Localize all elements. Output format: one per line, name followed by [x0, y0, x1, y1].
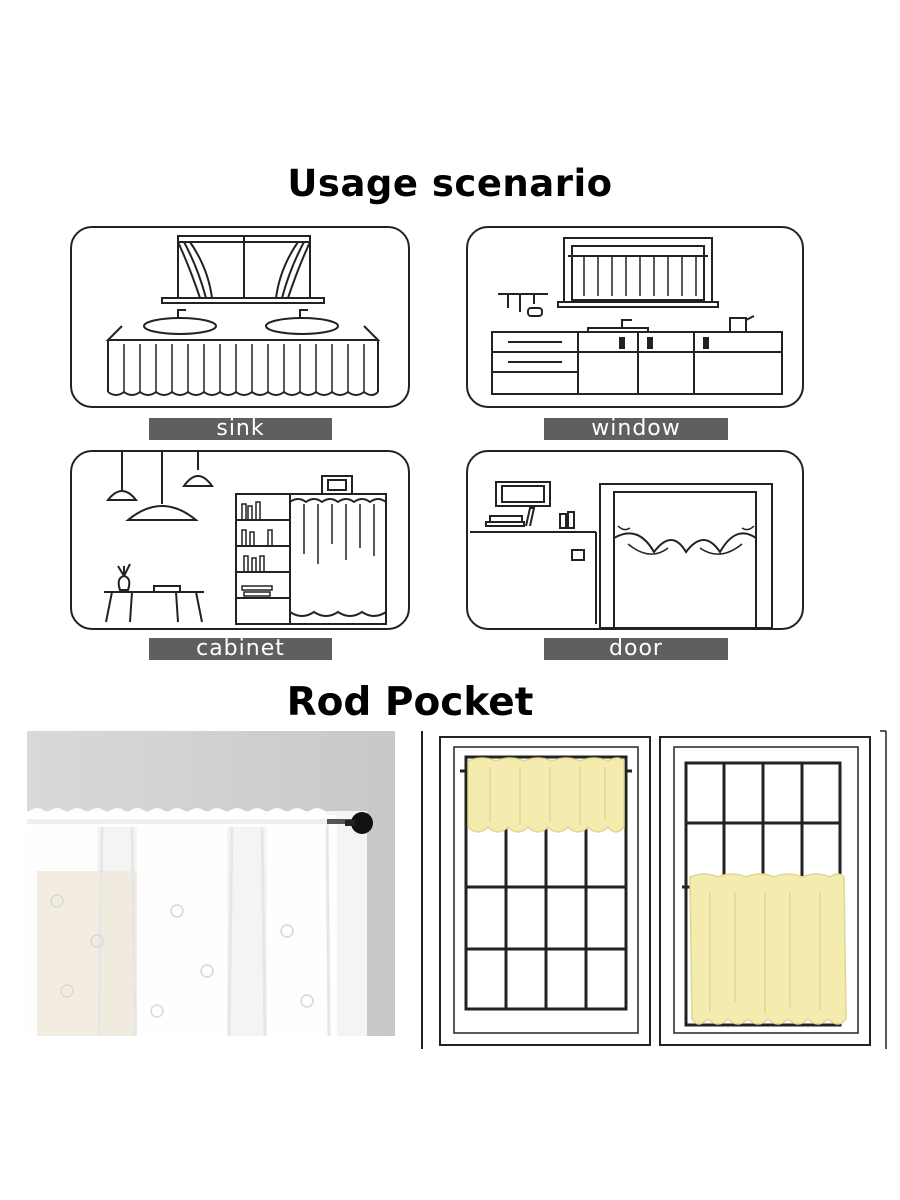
window-illustration	[491, 237, 783, 395]
scenario-label-door: door	[544, 638, 728, 660]
rod-pocket-diagrams	[420, 727, 890, 1052]
rod-pocket-windows-illustration	[421, 730, 887, 1049]
scenario-label-cabinet: cabinet	[149, 638, 332, 660]
sheer-curtain-image	[27, 731, 395, 1037]
scenario-card-sink	[70, 226, 410, 408]
scenario-card-door	[466, 450, 804, 630]
scenario-card-cabinet	[70, 450, 410, 630]
cabinet-illustration	[104, 452, 387, 625]
usage-scenario-title: Usage scenario	[287, 162, 613, 205]
scenario-label-sink: sink	[149, 418, 332, 440]
rod-pocket-title: Rod Pocket	[286, 680, 534, 725]
door-illustration	[470, 481, 773, 628]
scenario-label-window: window	[544, 418, 728, 440]
sink-illustration	[105, 235, 381, 396]
sheer-curtain-photo	[27, 731, 395, 1037]
scenario-card-window	[466, 226, 804, 408]
